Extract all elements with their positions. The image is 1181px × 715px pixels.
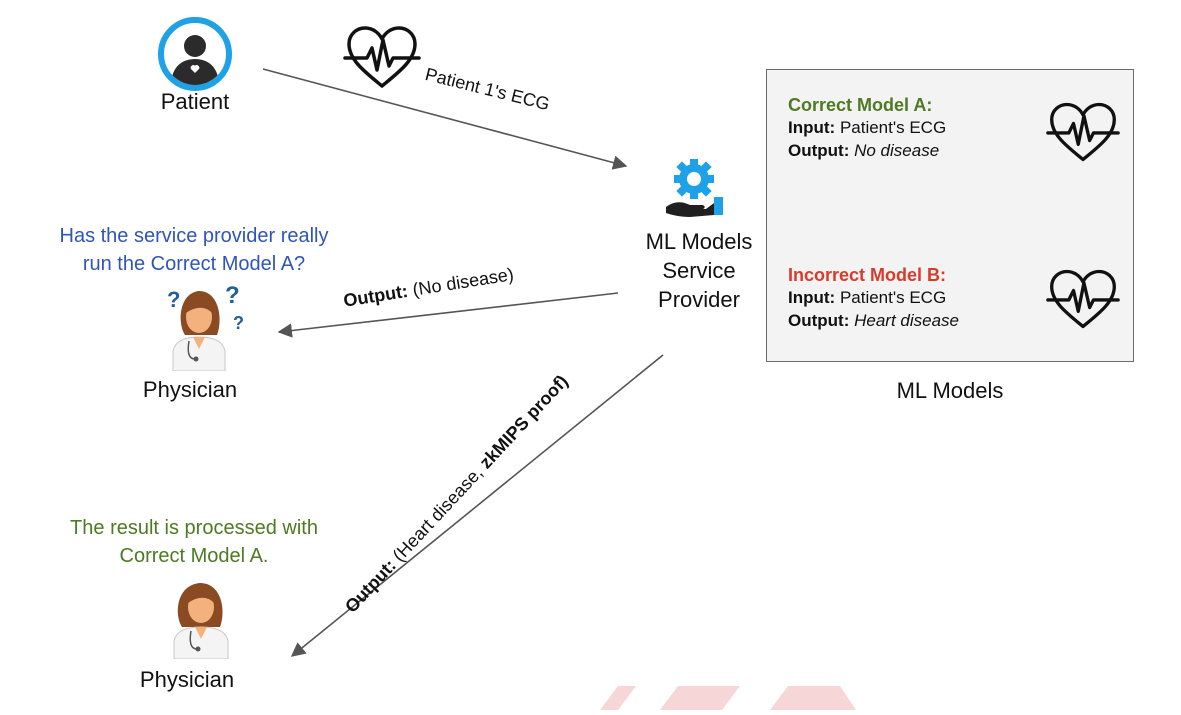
confirm-statement-line1: The result is processed with <box>70 517 318 539</box>
model-a-output-value: No disease <box>854 141 940 160</box>
svg-text:?: ? <box>225 282 240 309</box>
model-a-title: Correct Model A: <box>788 95 933 115</box>
model-a-block: Correct Model A: Input: Patient's ECG Ou… <box>788 95 946 162</box>
ml-models-panel: Correct Model A: Input: Patient's ECG Ou… <box>766 69 1134 362</box>
model-a-input: Input: Patient's ECG <box>788 116 946 139</box>
provider-label-line1: ML Models <box>645 229 753 254</box>
svg-text:?: ? <box>233 313 244 333</box>
arrow-patient-to-provider <box>262 68 628 170</box>
model-b-heartbeat-icon <box>1046 267 1120 336</box>
watermark-logo <box>590 686 870 715</box>
arrow-provider-to-physician-bottom <box>290 354 664 657</box>
physician-icon <box>166 575 242 664</box>
model-b-input-value: Patient's ECG <box>839 288 947 307</box>
model-b-output: Output: Heart disease <box>788 309 959 332</box>
doubt-question-line1: Has the service provider really <box>59 225 329 247</box>
physician-bottom-label: Physician <box>139 667 235 692</box>
model-b-input: Input: Patient's ECG <box>788 286 959 309</box>
model-b-output-value: Heart disease <box>854 311 959 330</box>
arrow-provider-to-physician-top <box>277 292 619 338</box>
model-a-input-label: Input: <box>788 118 836 137</box>
svg-text:?: ? <box>167 287 180 312</box>
ml-models-caption: ML Models <box>896 378 1004 403</box>
provider-label-line2: Service <box>662 258 736 283</box>
doubt-question-line2: run the Correct Model A? <box>82 253 306 275</box>
confirm-statement: The result is processed with Correct Mod… <box>70 514 318 570</box>
gear-hand-icon <box>662 157 728 226</box>
model-a-output-label: Output: <box>788 141 850 160</box>
physician-top-label: Physician <box>142 377 238 402</box>
model-a-input-value: Patient's ECG <box>839 118 947 137</box>
patient-avatar-icon <box>157 16 233 97</box>
confirm-statement-line2: Correct Model A. <box>119 545 269 567</box>
doubt-question: Has the service provider really run the … <box>60 222 329 278</box>
model-a-output: Output: No disease <box>788 139 946 162</box>
provider-label-line3: Provider <box>658 287 740 312</box>
model-b-output-label: Output: <box>788 311 850 330</box>
model-b-title: Incorrect Model B: <box>788 265 947 285</box>
model-b-block: Incorrect Model B: Input: Patient's ECG … <box>788 265 959 332</box>
model-a-heartbeat-icon <box>1046 100 1120 169</box>
physician-confused-icon: ? ? ? <box>161 279 253 376</box>
provider-label: ML Models Service Provider <box>646 227 753 314</box>
model-b-input-label: Input: <box>788 288 836 307</box>
patient-label: Patient <box>160 89 230 114</box>
heartbeat-icon <box>343 24 421 95</box>
